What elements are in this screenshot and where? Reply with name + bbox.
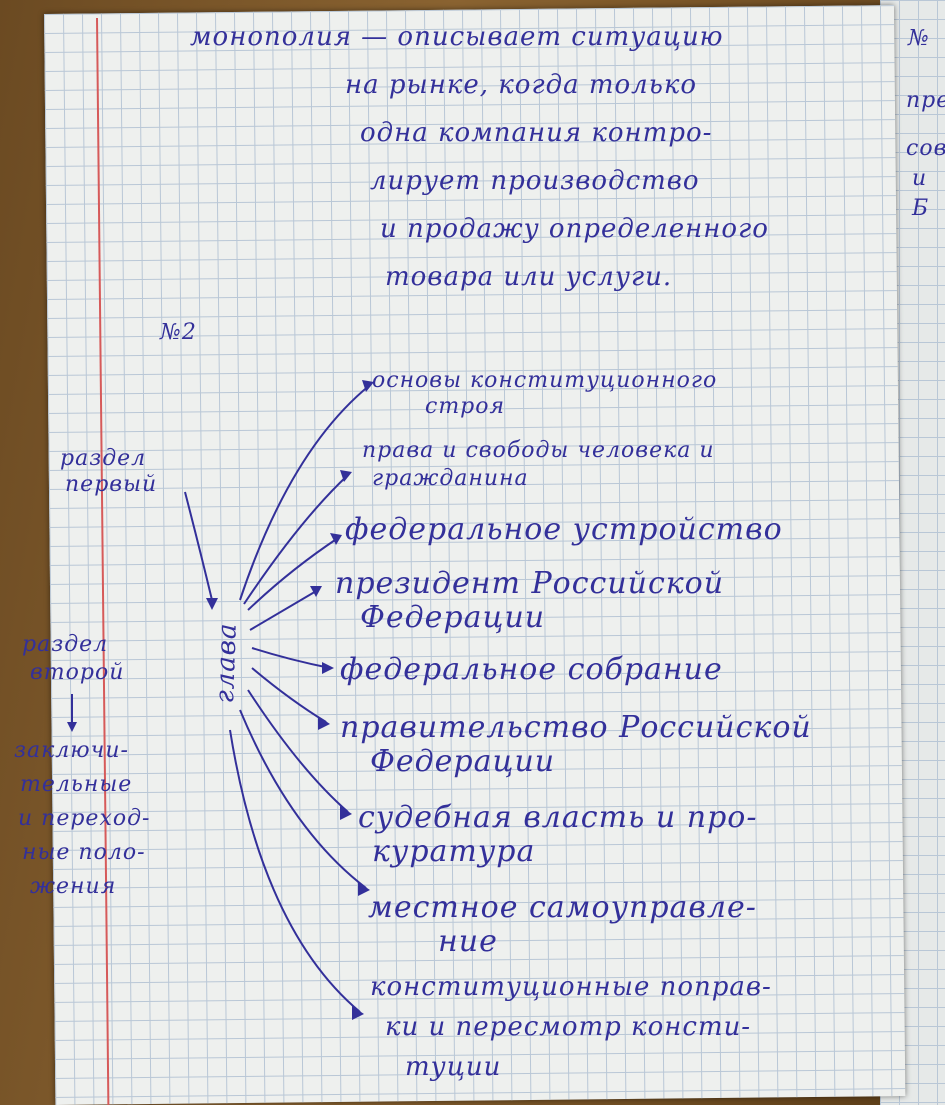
arrowhead-chapter-7 <box>340 806 352 820</box>
section-two-line-1: раздел <box>22 632 109 657</box>
section-one-line-1: раздел <box>60 446 147 471</box>
section-two-detail-line-2: тельные <box>20 772 133 797</box>
chapter-9-line-3: туции <box>405 1052 502 1082</box>
arrowhead-chapter-3 <box>330 533 342 545</box>
arrowhead-chapter-4 <box>310 586 322 597</box>
definition-line-4: лирует производство <box>370 166 700 196</box>
arrowhead-chapter-6 <box>318 716 330 730</box>
chapter-6-line-2: Федерации <box>370 744 556 779</box>
arrowhead-chapter-1 <box>362 380 374 392</box>
arrow-to-chapter-5 <box>251 647 331 669</box>
arrow-to-chapter-3 <box>247 537 339 611</box>
chapter-2-line-2: гражданина <box>372 466 529 491</box>
next-page-fragment-4: и <box>912 166 928 191</box>
arrowhead-section-one <box>206 598 218 610</box>
chapter-4-line-1: президент Российской <box>335 566 725 601</box>
chapter-9-line-1: конституционные поправ- <box>370 972 772 1002</box>
next-page-fragment-3: сов <box>906 136 945 161</box>
chapter-4-line-2: Федерации <box>360 600 546 635</box>
chapter-3-line-1: федеральное устройство <box>345 512 783 547</box>
definition-line-5: и продажу определенного <box>380 214 769 244</box>
definition-line-6: товара или услуги. <box>385 262 673 292</box>
chapter-8-line-2: ние <box>438 924 498 959</box>
arrow-section-one-to-chapter <box>184 491 213 601</box>
chapter-2-line-1: права и свободы человека и <box>362 438 715 463</box>
section-two-detail-line-5: жения <box>30 874 117 899</box>
chapter-8-line-1: местное самоуправле- <box>368 890 757 925</box>
section-two-detail-line-4: ные поло- <box>22 840 146 865</box>
task-number: №2 <box>160 320 197 345</box>
arrowhead-chapter-8 <box>358 882 370 896</box>
chapter-7-line-1: судебная власть и про- <box>358 800 758 835</box>
section-two-detail-line-1: заключи- <box>14 738 129 763</box>
definition-line-2: на рынке, когда только <box>345 70 698 100</box>
arrowhead-chapter-2 <box>340 470 352 482</box>
arrow-to-chapter-2 <box>243 474 349 605</box>
arrowhead-section-two <box>67 722 77 732</box>
arrowhead-chapter-5 <box>322 662 334 674</box>
section-two-detail-line-3: и переход- <box>18 806 151 831</box>
section-one-line-2: первый <box>65 472 158 497</box>
next-page-fragment-2: пре <box>906 88 945 113</box>
chapter-1-line-1: основы конституционного <box>372 368 718 393</box>
next-page-fragment-1: № <box>908 26 930 51</box>
chapter-9-line-2: ки и пересмотр консти- <box>385 1012 752 1042</box>
arrow-to-chapter-9 <box>229 729 361 1013</box>
arrow-to-chapter-7 <box>247 689 349 813</box>
chapter-7-line-2: куратура <box>372 834 536 869</box>
arrow-to-chapter-4 <box>249 589 319 631</box>
section-two-line-2: второй <box>30 660 125 685</box>
arrow-to-chapter-8 <box>239 709 367 889</box>
definition-line-3: одна компания контро- <box>360 118 713 148</box>
next-page-fragment-5: Б <box>912 196 930 221</box>
definition-line-1: монополия — описывает ситуацию <box>190 22 724 52</box>
chapter-1-line-2: строя <box>425 394 506 419</box>
chapter-5-line-1: федеральное собрание <box>340 652 723 687</box>
arrowhead-chapter-9 <box>352 1006 364 1020</box>
chapter-6-line-1: правительство Российской <box>340 710 812 745</box>
arrow-to-chapter-1 <box>239 384 371 601</box>
